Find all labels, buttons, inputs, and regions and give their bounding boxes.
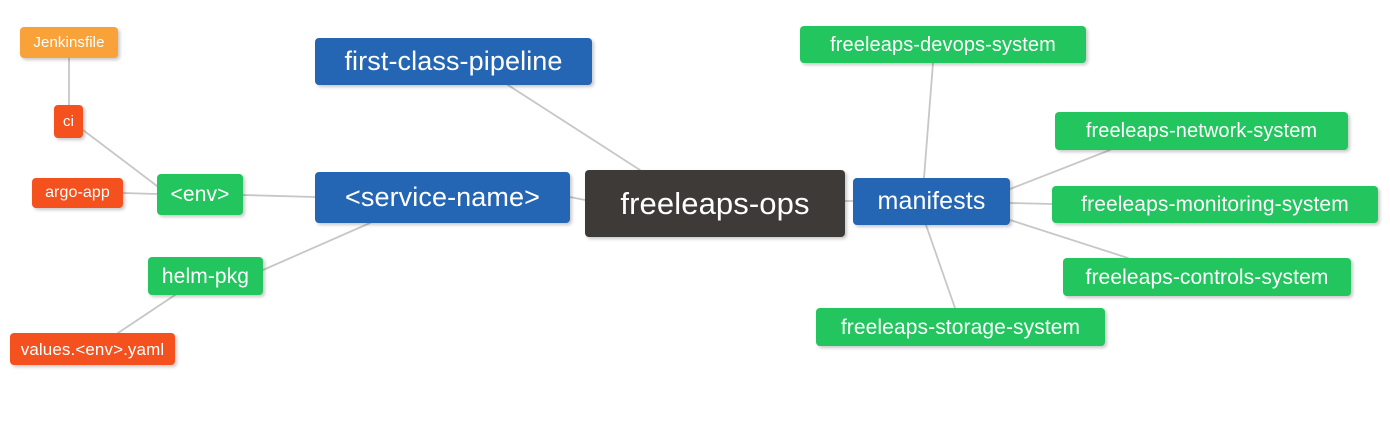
node-freeleaps-controls-system[interactable]: freeleaps-controls-system <box>1063 258 1351 296</box>
node-env[interactable]: <env> <box>157 174 243 215</box>
edge-manifests-devops <box>923 62 934 179</box>
edge-helmpkg-values <box>117 294 176 334</box>
edge-argoapp-env <box>122 192 158 195</box>
node-ci[interactable]: ci <box>54 105 83 138</box>
node-first-class-pipeline[interactable]: first-class-pipeline <box>315 38 592 85</box>
node-label-ci: ci <box>62 113 75 130</box>
node-label-freeleaps-devops-system: freeleaps-devops-system <box>830 33 1056 56</box>
node-label-first-class-pipeline: first-class-pipeline <box>344 46 563 76</box>
node-manifests[interactable]: manifests <box>853 178 1010 225</box>
node-freeleaps-storage-system[interactable]: freeleaps-storage-system <box>816 308 1105 346</box>
node-label-argo-app: argo-app <box>45 184 110 201</box>
node-service-name[interactable]: <service-name> <box>315 172 570 223</box>
node-label-values-env-yaml: values.<env>.yaml <box>20 339 165 359</box>
edge-env-servicename <box>242 194 316 198</box>
node-label-env: <env> <box>170 183 230 206</box>
node-jenkinsfile[interactable]: Jenkinsfile <box>20 27 118 58</box>
node-label-freeleaps-storage-system: freeleaps-storage-system <box>840 315 1081 339</box>
node-freeleaps-network-system[interactable]: freeleaps-network-system <box>1055 112 1348 150</box>
edge-manifests-controls <box>1009 219 1129 259</box>
edge-manifests-network <box>1009 149 1111 190</box>
edge-manifests-monitoring <box>1009 202 1053 205</box>
node-label-helm-pkg: helm-pkg <box>161 264 250 288</box>
node-helm-pkg[interactable]: helm-pkg <box>148 257 263 295</box>
node-freeleaps-monitoring-system[interactable]: freeleaps-monitoring-system <box>1052 186 1378 223</box>
edge-pipeline-ops <box>507 84 641 171</box>
node-values-env-yaml[interactable]: values.<env>.yaml <box>10 333 175 365</box>
node-label-freeleaps-network-system: freeleaps-network-system <box>1085 120 1318 142</box>
node-argo-app[interactable]: argo-app <box>32 178 123 208</box>
node-freeleaps-ops[interactable]: freeleaps-ops <box>585 170 845 237</box>
edge-servicename-ops <box>569 196 586 201</box>
edge-servicename-helmpkg <box>262 222 371 271</box>
node-label-manifests: manifests <box>877 187 986 215</box>
node-label-freeleaps-ops: freeleaps-ops <box>620 186 810 221</box>
node-freeleaps-devops-system[interactable]: freeleaps-devops-system <box>800 26 1086 63</box>
edge-manifests-storage <box>925 224 956 309</box>
node-label-service-name: <service-name> <box>345 182 540 212</box>
node-label-freeleaps-monitoring-system: freeleaps-monitoring-system <box>1081 193 1349 216</box>
node-label-jenkinsfile: Jenkinsfile <box>33 34 105 51</box>
node-label-freeleaps-controls-system: freeleaps-controls-system <box>1085 265 1329 289</box>
